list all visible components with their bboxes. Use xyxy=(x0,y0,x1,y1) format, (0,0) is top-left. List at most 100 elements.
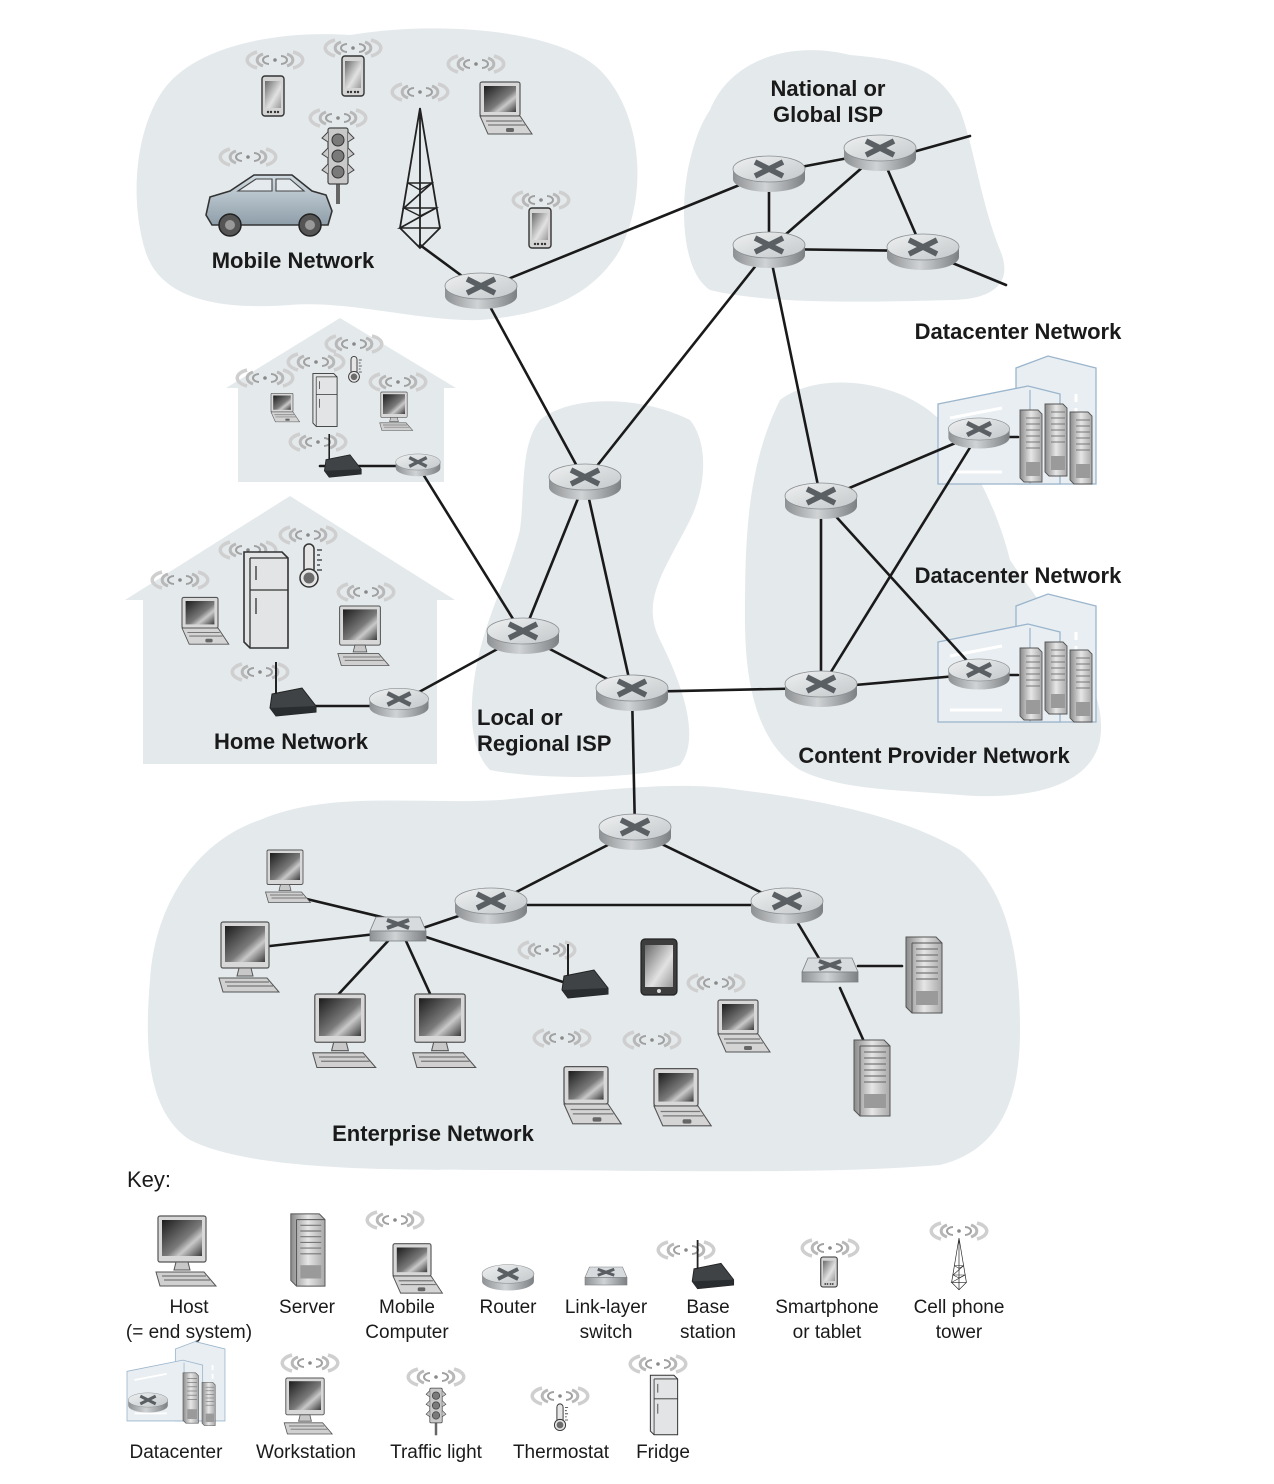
wifi-signal-icon xyxy=(530,1386,590,1406)
router-r-cp-bottom[interactable] xyxy=(785,671,857,707)
legend-label-workstation: Workstation xyxy=(256,1442,356,1463)
wifi-signal-icon xyxy=(800,1238,860,1258)
region-label-content-provider: Content Provider Network xyxy=(798,743,1070,768)
router-icon xyxy=(599,814,671,850)
server-rack-icon[interactable] xyxy=(1019,409,1043,483)
router-r-ent-left[interactable] xyxy=(455,888,527,924)
host-icon xyxy=(155,1215,217,1287)
link-r-cp-bottom-to-r-dc1 xyxy=(819,431,981,690)
wifi-signal-icon xyxy=(280,1353,340,1373)
server-icon xyxy=(290,1213,326,1287)
link-r-local-right-to-r-ent-top xyxy=(630,690,637,833)
router-icon xyxy=(733,156,805,192)
legend-label-traffic-light: Traffic light xyxy=(390,1442,483,1463)
server-rack-icon[interactable] xyxy=(1044,641,1068,715)
mobile-computer-icon xyxy=(392,1243,443,1294)
legend-label-base-station-line2: station xyxy=(680,1322,736,1343)
region-label-local-line2: Regional ISP xyxy=(477,731,611,756)
server-rack-icon[interactable] xyxy=(1069,649,1093,723)
router-r-home[interactable] xyxy=(369,688,428,718)
region-label-national-line1: National or xyxy=(771,76,886,101)
legend-label-thermostat: Thermostat xyxy=(513,1442,610,1463)
server-icon[interactable] xyxy=(905,936,943,1014)
smartphone-icon[interactable] xyxy=(528,207,552,249)
router-r-home-small[interactable] xyxy=(393,452,443,478)
router-r-nat-d[interactable] xyxy=(887,234,959,270)
link-switch-server-2 xyxy=(838,986,868,1048)
router-icon xyxy=(948,418,1009,449)
legend-label-link-layer-switch-line2: switch xyxy=(580,1322,633,1343)
wifi-signal-icon xyxy=(929,1221,989,1241)
region-label-enterprise: Enterprise Network xyxy=(332,1121,534,1146)
legend-label-smartphone: Smartphone xyxy=(775,1297,879,1318)
legend-label-datacenter: Datacenter xyxy=(130,1442,224,1463)
router-r-local-left[interactable] xyxy=(487,618,559,654)
router-r-dc2[interactable] xyxy=(948,659,1009,690)
link-r-mobile-to-r-local-top xyxy=(479,288,587,483)
link-r-local-top-to-r-local-left xyxy=(521,479,587,637)
home-network-small-house xyxy=(226,318,456,482)
link-r-home-small-to-r-local-left xyxy=(416,464,525,637)
link-switch-host-4 xyxy=(404,939,434,1000)
router-icon xyxy=(948,659,1009,690)
link-r-cp-top-to-r-dc2 xyxy=(819,498,981,676)
server-rack-icon[interactable] xyxy=(1019,647,1043,721)
router-r-nat-c[interactable] xyxy=(733,232,805,268)
legend-label-cell-tower-line2: tower xyxy=(936,1322,983,1343)
datacenter-2-servers xyxy=(1019,641,1093,723)
fridge-icon[interactable] xyxy=(243,551,289,649)
legend-label-link-layer-switch: Link-layer xyxy=(565,1297,648,1318)
link-layer-switch-icon[interactable] xyxy=(800,956,860,984)
link-layer-switch-icon[interactable] xyxy=(368,915,428,943)
link-r-nat-c-to-r-local-top xyxy=(583,247,771,483)
link-switch-host-3 xyxy=(333,939,390,1000)
region-label-local-line1: Local or xyxy=(477,705,563,730)
thermostat-icon xyxy=(553,1403,569,1432)
datacenter-1-servers xyxy=(1019,403,1093,485)
legend-title: Key: xyxy=(127,1167,171,1192)
link-layer-switch-icon xyxy=(583,1265,629,1287)
server-icon[interactable] xyxy=(853,1039,891,1117)
router-icon xyxy=(751,888,823,924)
region-label-datacenter-2: Datacenter Network xyxy=(915,563,1122,588)
router-icon xyxy=(393,452,443,478)
legend-label-cell-tower: Cell phone xyxy=(914,1297,1005,1318)
router-r-mobile[interactable] xyxy=(445,273,517,309)
router-icon xyxy=(785,483,857,519)
server-rack-icon[interactable] xyxy=(1069,411,1093,485)
fridge-icon[interactable] xyxy=(312,373,338,427)
link-r-local-top-to-r-local-right xyxy=(583,479,634,694)
router-icon xyxy=(887,234,959,270)
server-rack-icon xyxy=(201,1382,216,1426)
smartphone-icon[interactable] xyxy=(261,75,285,117)
router-r-ent-right[interactable] xyxy=(751,888,823,924)
smartphone-icon[interactable] xyxy=(341,55,365,97)
smartphone-icon xyxy=(820,1256,838,1288)
router-r-local-top[interactable] xyxy=(549,464,621,500)
router-r-nat-a[interactable] xyxy=(733,156,805,192)
link-r-nat-c-to-r-cp-top xyxy=(767,247,823,502)
router-r-nat-b[interactable] xyxy=(844,135,916,171)
router-icon xyxy=(733,232,805,268)
region-label-mobile: Mobile Network xyxy=(212,248,375,273)
router-icon xyxy=(369,688,428,718)
router-icon xyxy=(455,888,527,924)
router-r-dc1[interactable] xyxy=(948,418,1009,449)
tablet-icon[interactable] xyxy=(640,938,678,996)
wifi-signal-icon xyxy=(406,1367,466,1387)
region-label-datacenter-1: Datacenter Network xyxy=(915,319,1122,344)
link-national-out-2 xyxy=(948,260,1008,287)
region-label-home: Home Network xyxy=(214,729,369,754)
router-r-cp-top[interactable] xyxy=(785,483,857,519)
legend-label-mobile-computer-line2: Computer xyxy=(365,1322,449,1343)
router-r-ent-top[interactable] xyxy=(599,814,671,850)
server-rack-icon[interactable] xyxy=(1044,403,1068,477)
router-r-local-right[interactable] xyxy=(596,675,668,711)
traffic-light-icon xyxy=(425,1387,447,1436)
legend-label-fridge: Fridge xyxy=(636,1442,690,1463)
region-label-national-line2: Global ISP xyxy=(773,102,883,127)
link-national-out-1 xyxy=(911,134,972,154)
legend-label-server: Server xyxy=(279,1297,336,1318)
router-icon xyxy=(126,1391,170,1415)
